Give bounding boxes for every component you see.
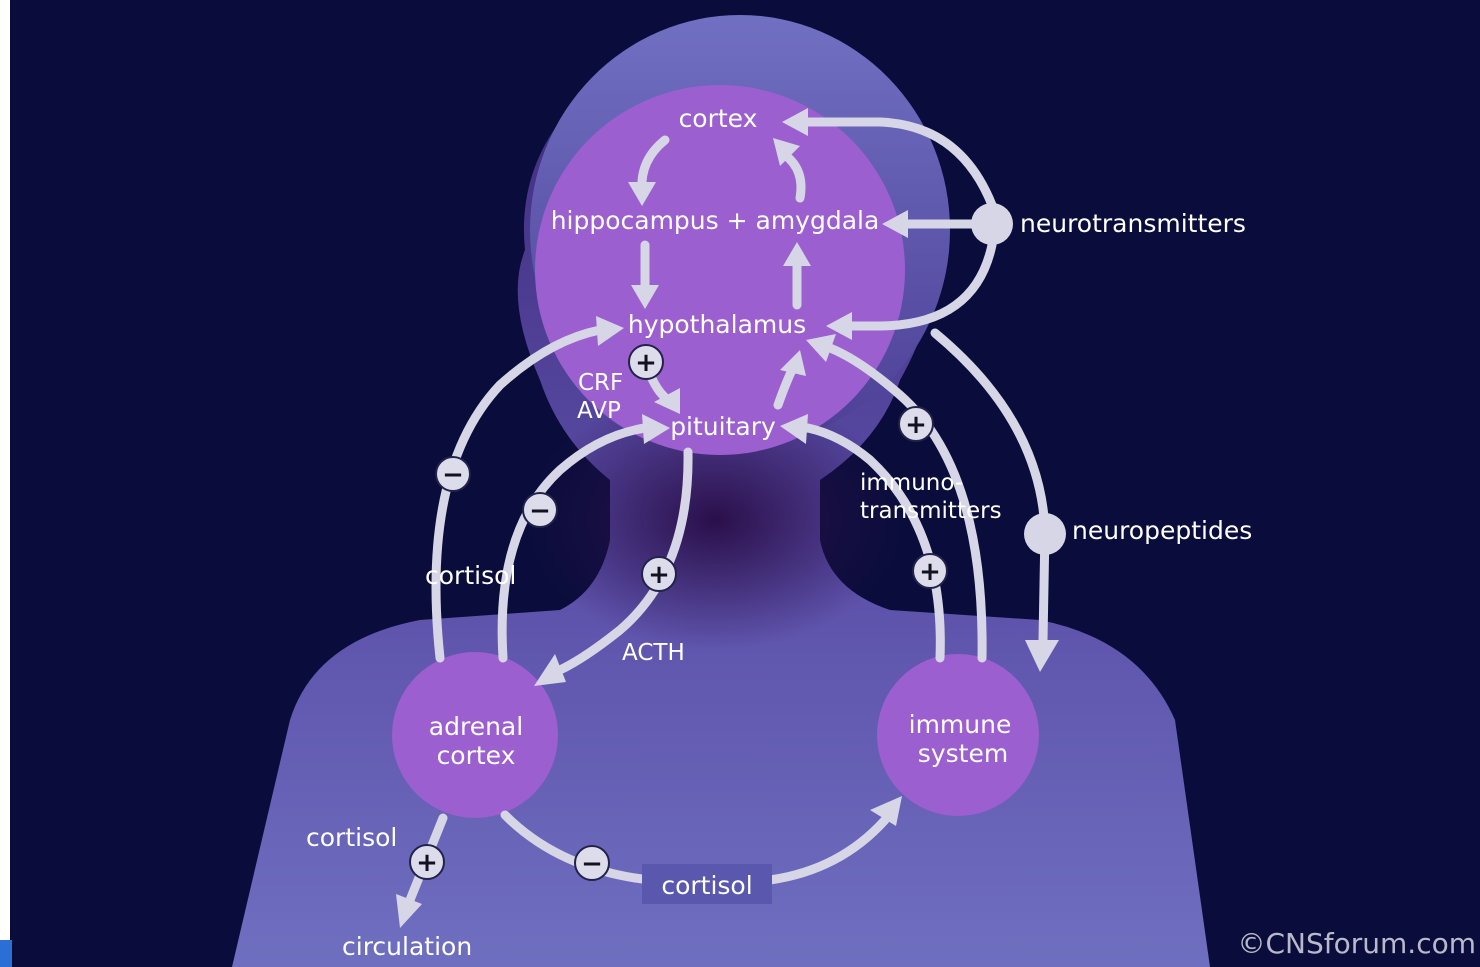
arrow-cortisol-to-hypothalamus xyxy=(431,325,605,663)
arrowhead xyxy=(882,210,908,238)
label-immune-2: system xyxy=(918,739,1008,768)
svg-text:−: − xyxy=(529,496,551,526)
plus-sign-crf: + xyxy=(628,344,664,380)
arrowhead xyxy=(870,796,902,826)
svg-text:−: − xyxy=(442,460,464,490)
arrowhead xyxy=(782,108,808,136)
neuropeptides-node xyxy=(1024,513,1066,555)
signs: + − − + + + − + xyxy=(409,344,948,881)
label-cortisol-left: cortisol xyxy=(425,561,516,590)
arrowhead xyxy=(631,285,659,309)
arrow-cortisol-to-pituitary xyxy=(497,423,650,663)
svg-text:−: − xyxy=(581,849,603,879)
minus-sign-bottom: − xyxy=(574,845,610,881)
minus-sign-inner-left: − xyxy=(522,492,558,528)
label-hypothalamus: hypothalamus xyxy=(628,310,806,339)
immune-system-node xyxy=(877,654,1039,816)
label-cortisol-bottom: cortisol xyxy=(661,871,752,900)
label-neuropeptides: neuropeptides xyxy=(1072,516,1252,545)
label-adrenal-1: adrenal xyxy=(429,712,523,741)
label-cortex: cortex xyxy=(679,104,758,133)
adrenal-cortex-node xyxy=(392,652,558,818)
label-acth: ACTH xyxy=(622,640,685,666)
corner-mark xyxy=(0,940,12,967)
plus-sign-inner-right: + xyxy=(912,553,948,589)
arrowhead xyxy=(628,182,656,206)
arrowhead xyxy=(596,316,624,346)
arrow-pituitary-to-hypothalamus xyxy=(773,365,797,410)
cortisol-bottom-box xyxy=(642,864,772,904)
svg-text:+: + xyxy=(635,348,657,378)
neurotransmitters-node xyxy=(971,203,1013,245)
label-immunotransmitters-1: immuno- xyxy=(860,470,963,496)
plus-sign-acth: + xyxy=(641,556,677,592)
arrowhead xyxy=(654,388,680,414)
arrow-neurotransmitters-to-cortex xyxy=(800,117,997,210)
label-crf: CRF xyxy=(578,370,623,396)
svg-text:+: + xyxy=(905,410,927,440)
arrowhead xyxy=(773,138,800,166)
left-margin xyxy=(0,0,10,967)
minus-sign-outer-left: − xyxy=(435,456,471,492)
label-cortisol-circulation: cortisol xyxy=(306,823,397,852)
labels: cortex hippocampus + amygdala hypothalam… xyxy=(306,104,1476,961)
plus-sign-circulation: + xyxy=(409,844,445,880)
label-immunotransmitters-2: transmitters xyxy=(860,498,1002,524)
label-neurotransmitters: neurotransmitters xyxy=(1020,209,1246,238)
credit-text: ©CNSforum.com xyxy=(1238,927,1477,960)
arrowhead xyxy=(826,312,852,340)
arrowhead xyxy=(780,350,806,376)
svg-text:+: + xyxy=(919,557,941,587)
arrow-neurotransmitters-to-hypothalamus xyxy=(845,240,997,331)
label-immune-1: immune xyxy=(909,710,1012,739)
label-hippocampus-amygdala: hippocampus + amygdala xyxy=(551,206,880,235)
svg-text:+: + xyxy=(648,560,670,590)
arrowhead xyxy=(642,414,670,444)
label-adrenal-2: cortex xyxy=(437,741,516,770)
label-avp: AVP xyxy=(577,398,621,424)
svg-text:+: + xyxy=(416,848,438,878)
arrowhead xyxy=(1025,640,1059,672)
label-circulation: circulation xyxy=(342,932,472,961)
plus-sign-outer-right: + xyxy=(898,406,934,442)
arrowhead xyxy=(806,334,836,362)
arrowhead xyxy=(780,414,808,444)
brain-node xyxy=(535,85,905,455)
label-pituitary: pituitary xyxy=(670,412,776,441)
arrow-immune-to-pituitary xyxy=(803,423,945,663)
arrowhead xyxy=(783,242,811,266)
arrow-acth-to-adrenal xyxy=(555,447,693,675)
arrowhead xyxy=(534,654,566,686)
arrowhead xyxy=(396,894,422,928)
